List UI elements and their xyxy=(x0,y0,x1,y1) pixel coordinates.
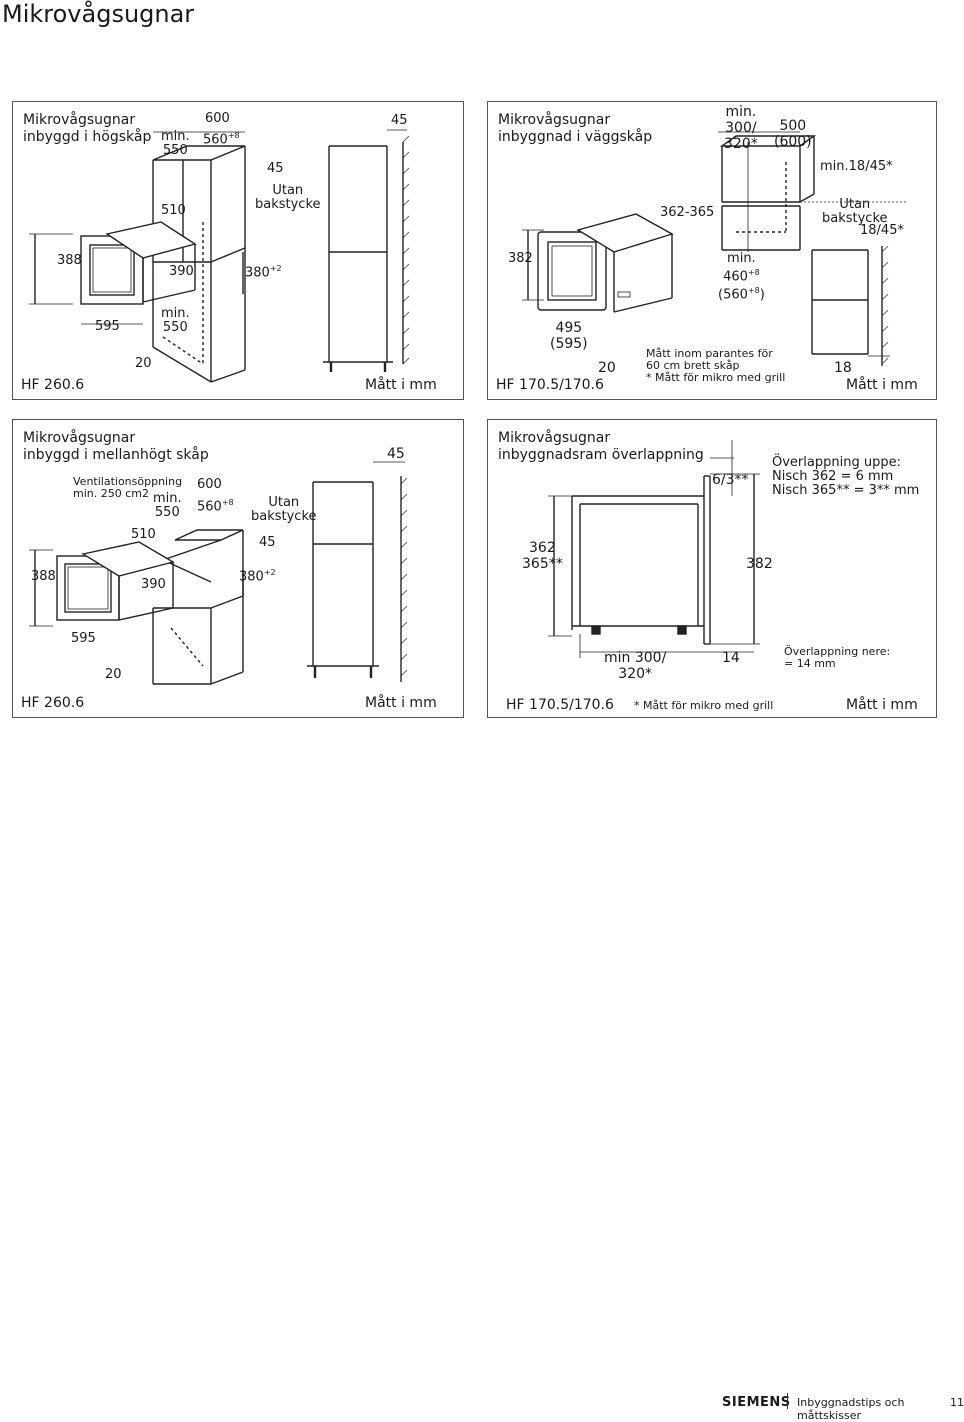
dim-362-365: 362-365 xyxy=(660,205,715,220)
footer-section-title: Inbyggnadstips och måttskisser xyxy=(797,1396,905,1422)
dim-min460: min.460+8(560+8) xyxy=(718,251,765,303)
panel-title: Mikrovågsugnar inbyggnadsram överlappnin… xyxy=(498,430,704,463)
dim-560: 560+8 xyxy=(197,498,234,515)
dim-45-top: 45 xyxy=(387,446,405,462)
dim-600: 600 xyxy=(205,111,230,126)
model-number: HF 260.6 xyxy=(21,695,85,711)
dim-390: 390 xyxy=(169,264,194,279)
dim-45-top: 45 xyxy=(391,113,408,128)
dim-382: 382 xyxy=(508,251,533,266)
mellanhogt-diagram xyxy=(29,461,408,685)
dim-382: 382 xyxy=(746,556,773,572)
dim-20: 20 xyxy=(598,360,616,376)
inbyggnadsram-diagram xyxy=(548,440,760,658)
dim-14: 14 xyxy=(722,650,740,666)
dim-min550: min.550 xyxy=(153,491,182,520)
dim-390: 390 xyxy=(141,577,166,592)
panel-hogskap: Mikrovågsugnar inbyggd i högskåp min.550… xyxy=(12,101,464,400)
dim-560: 560+8 xyxy=(203,131,240,148)
dim-min300: min 300/320* xyxy=(604,650,667,682)
panel-title: Mikrovågsugnar inbyggd i högskåp xyxy=(23,112,152,145)
brand-logo: SIEMENS xyxy=(722,1395,791,1410)
units-label: Mått i mm xyxy=(365,377,437,393)
vaggskap-diagram xyxy=(522,131,908,366)
footer-separator xyxy=(787,1393,788,1409)
dim-380: 380+2 xyxy=(239,568,276,585)
panel-inbyggnadsram: Mikrovågsugnar inbyggnadsram överlappnin… xyxy=(487,419,937,718)
overlap-bottom-note: Överlappning nere:= 14 mm xyxy=(784,645,891,670)
dim-510: 510 xyxy=(161,203,186,218)
model-number: HF 260.6 xyxy=(21,377,85,393)
units-label: Mått i mm xyxy=(846,377,918,393)
dim-min18: min.18/45* xyxy=(820,159,893,174)
model-number: HF 170.5/170.6 xyxy=(496,377,604,393)
dim-595: 595 xyxy=(95,319,120,334)
dim-510: 510 xyxy=(131,527,156,542)
hogskap-diagram xyxy=(29,129,410,383)
units-label: Mått i mm xyxy=(365,695,437,711)
dim-20: 20 xyxy=(135,356,152,371)
dim-495: 495(595) xyxy=(550,320,588,352)
units-label: Mått i mm xyxy=(846,697,918,713)
dim-388: 388 xyxy=(57,253,82,268)
model-number: HF 170.5/170.6 xyxy=(506,697,614,713)
dim-min550-bottom: min.550 xyxy=(161,306,190,335)
dim-45-side: 45 xyxy=(267,161,284,176)
page-number: 11 xyxy=(950,1396,964,1409)
dim-388: 388 xyxy=(31,569,56,584)
dim-380: 380+2 xyxy=(245,264,282,281)
dim-min550-top: min.550 xyxy=(161,129,190,158)
dim-600: 600 xyxy=(197,477,222,492)
panel-title: Mikrovågsugnar inbyggnad i väggskåp xyxy=(498,112,653,145)
dim-18-45: 18/45* xyxy=(860,223,904,238)
dim-min300: min.300/320* xyxy=(724,104,758,152)
grill-note: * Mått för mikro med grill xyxy=(634,699,774,712)
dim-6-3: 6/3** xyxy=(712,472,749,488)
dim-595: 595 xyxy=(71,631,96,646)
dim-20: 20 xyxy=(105,667,122,682)
dim-500: 500(600) xyxy=(774,118,812,150)
panel-title: Mikrovågsugnar inbyggd i mellanhögt skåp xyxy=(23,430,209,463)
dim-18: 18 xyxy=(834,360,852,376)
panel-vaggskap: Mikrovågsugnar inbyggnad i väggskåp min.… xyxy=(487,101,937,400)
dim-45-side: 45 xyxy=(259,535,276,550)
panel-mellanhogt-skap: Mikrovågsugnar inbyggd i mellanhögt skåp… xyxy=(12,419,464,718)
page-title: Mikrovågsugnar xyxy=(2,0,195,28)
